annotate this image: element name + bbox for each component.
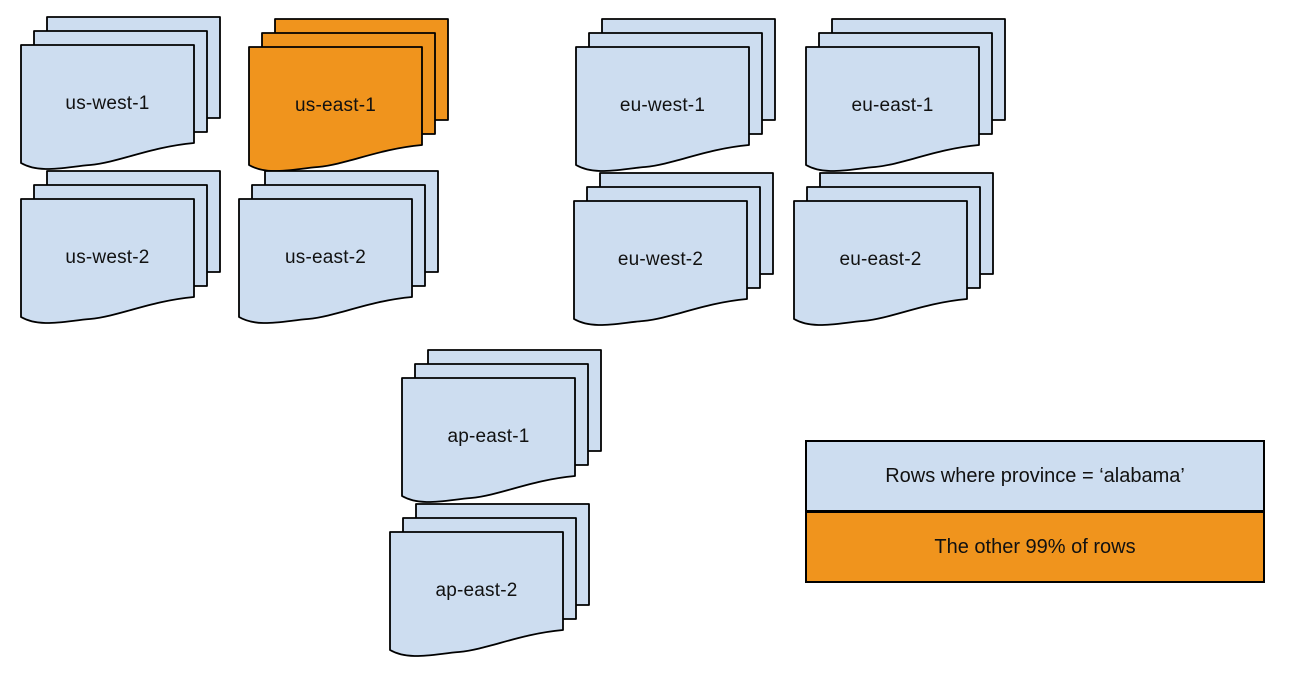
document-stack-icon [805,18,1006,172]
document-stack-icon [238,170,439,324]
region-stack-eu-east-1: eu-east-1 [805,18,1006,180]
legend-item-other-rows: The other 99% of rows [807,510,1263,581]
region-stack-eu-west-2: eu-west-2 [573,172,774,334]
region-stack-us-east-2: us-east-2 [238,170,439,332]
document-page-front [805,46,980,172]
legend-item-alabama-rows: Rows where province = ‘alabama’ [807,442,1263,510]
document-page-front [238,198,413,324]
region-stack-ap-east-1: ap-east-1 [401,349,602,511]
legend: Rows where province = ‘alabama’ The othe… [805,440,1265,583]
document-stack-icon [20,16,221,170]
document-page-front [20,198,195,324]
document-page-front [248,46,423,172]
legend-item-label: Rows where province = ‘alabama’ [885,464,1185,487]
document-page-front [389,531,564,657]
document-stack-icon [389,503,590,657]
document-page-front [575,46,750,172]
document-stack-icon [401,349,602,503]
document-stack-icon [248,18,449,172]
document-stack-icon [575,18,776,172]
region-stack-eu-east-2: eu-east-2 [793,172,994,334]
region-stack-us-west-2: us-west-2 [20,170,221,332]
document-stack-icon [573,172,774,326]
document-page-front [20,44,195,170]
document-stack-icon [793,172,994,326]
region-stack-us-east-1: us-east-1 [248,18,449,180]
document-stack-icon [20,170,221,324]
document-page-front [401,377,576,503]
document-page-front [793,200,968,326]
region-stack-us-west-1: us-west-1 [20,16,221,178]
region-stack-ap-east-2: ap-east-2 [389,503,590,665]
region-stack-eu-west-1: eu-west-1 [575,18,776,180]
document-page-front [573,200,748,326]
legend-item-label: The other 99% of rows [934,535,1136,558]
